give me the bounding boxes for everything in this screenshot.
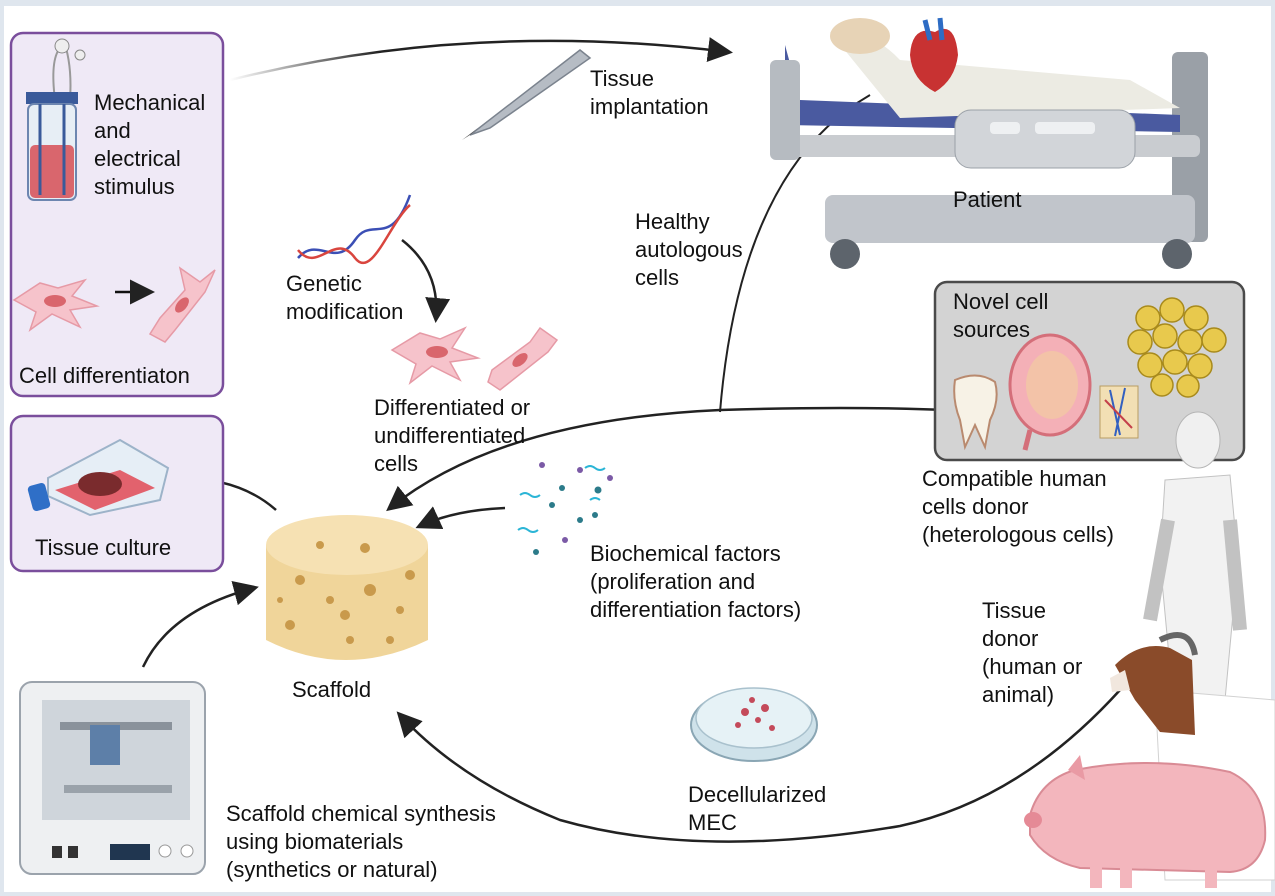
label-scaffold-synthesis: Scaffold chemical synthesis using biomat… [226, 801, 496, 882]
cell-undifferentiated-icon [390, 326, 481, 386]
arrow-printer-to-scaffold [141, 580, 259, 668]
adipose-cells-icon [1127, 297, 1227, 398]
heart-icon [910, 17, 958, 92]
scalpel-icon [462, 49, 592, 140]
petri-dish-icon [690, 687, 818, 762]
label-decellularized-mec: Decellularized MEC [688, 782, 827, 835]
dna-icon [297, 194, 412, 265]
cell-differentiated-center-icon [487, 326, 559, 391]
molecules-icon [517, 462, 613, 555]
flask-icon [27, 438, 170, 517]
label-tissue-culture: Tissue culture [35, 535, 172, 560]
label-mechanical-stimulus: Mechanical and electrical stimulus [94, 90, 206, 199]
label-tissue-implantation: Tissue implantation [590, 66, 709, 119]
panel-stimulus [9, 31, 225, 398]
cell-icon [12, 278, 100, 332]
arrow-to-implantation [229, 37, 733, 82]
3d-printer-icon [19, 681, 206, 875]
fetus-icon [1008, 333, 1092, 451]
arrow-donor-to-scaffold [396, 689, 1121, 843]
label-novel-cell-sources: Novel cell sources [953, 289, 1049, 342]
arrow-dna-to-cells [401, 239, 451, 323]
cell-differentiated-icon [148, 266, 216, 343]
label-scaffold: Scaffold [292, 677, 372, 702]
label-cell-differentiation: Cell differentiaton [19, 363, 190, 388]
hospital-bed-icon [770, 18, 1208, 269]
bone-icon [1099, 385, 1139, 439]
label-genetic-modification: Genetic modification [286, 271, 404, 324]
label-differentiated-cells: Differentiated or undifferentiated cells [374, 395, 531, 476]
pig-icon [1024, 755, 1267, 888]
label-biochemical-factors: Biochemical factors (proliferation and d… [590, 541, 802, 622]
scaffold-icon [266, 515, 428, 660]
label-healthy-autologous-cells: Healthy autologous cells [635, 209, 743, 290]
tooth-icon [953, 374, 998, 451]
label-tissue-donor: Tissue donor (human or animal) [982, 598, 1083, 707]
label-patient: Patient [953, 187, 1022, 212]
label-compatible-donor: Compatible human cells donor (heterologo… [922, 466, 1114, 547]
arrow-factors-to-scaffold [415, 506, 506, 530]
bioreactor-icon [26, 38, 86, 201]
